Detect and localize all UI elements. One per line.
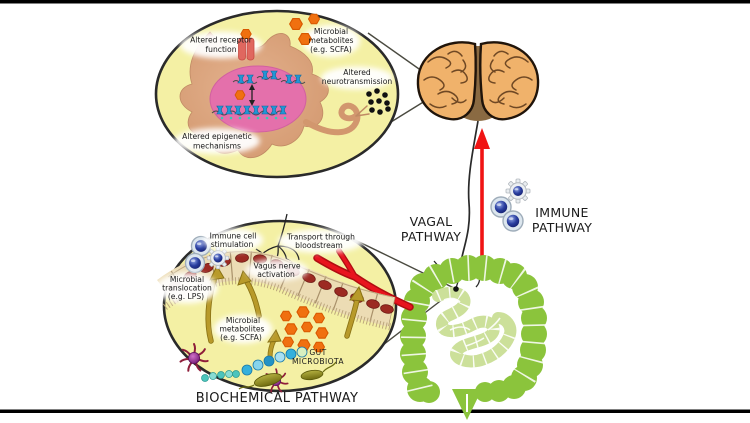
neuron-nucleus: [209, 65, 307, 133]
gut-microbiota-line1: GUT: [309, 348, 326, 357]
neuron-inset-labels: Altered receptor function Microbial meta…: [182, 27, 392, 151]
chromatin-histones: [211, 70, 306, 120]
microbial-metabolites-bottom-line2: metabolites: [220, 325, 265, 334]
immune-stimulation-line2: stimulation: [211, 240, 254, 249]
microbial-metabolites-bottom-line3: (e.g. SCFA): [220, 333, 262, 342]
vagal-pathway-label: VAGAL PATHWAY: [401, 214, 461, 244]
gut-microbes-icons: [179, 343, 337, 393]
immune-pathway-line1: IMMUNE: [535, 205, 588, 220]
microbial-translocation-line1: Microbial: [170, 275, 204, 284]
immune-pathway-line2: PATHWAY: [532, 220, 592, 235]
membrane-receptor-icon: [238, 29, 255, 61]
gut-illustration: [400, 254, 548, 420]
altered-neurotransmission-line1: Altered: [343, 68, 371, 77]
gut-callout-dot: [453, 286, 459, 292]
rod-bacterium-2: [300, 361, 337, 381]
microbial-metabolites-top-line3: (e.g. SCFA): [310, 45, 352, 54]
microbial-metabolites-top-line2: metabolites: [309, 36, 354, 45]
immune-pathway-label: IMMUNE PATHWAY: [532, 205, 592, 235]
brain-gyri-lines: [423, 50, 533, 109]
cocci-chain-small: [201, 370, 240, 382]
transport-bloodstream-line2: bloodstream: [295, 241, 343, 250]
vagal-pathway-line1: VAGAL: [410, 214, 453, 229]
rod-bacterium-1: [238, 373, 282, 390]
small-intestine: [432, 286, 517, 368]
altered-epigenetic-line2: mechanisms: [193, 142, 241, 151]
microbial-metabolites-top-line1: Microbial: [314, 27, 348, 36]
microbial-metabolites-bottom-line1: Microbial: [226, 316, 260, 325]
neurotransmitter-dots: [366, 88, 391, 115]
gut-inset-labels: Immune cell stimulation Transport throug…: [162, 232, 355, 367]
cocci-chain-large: [241, 346, 308, 376]
altered-epigenetic-line1: Altered epigenetic: [182, 132, 252, 141]
neuron-axon: [303, 102, 370, 136]
bottom-border-line: [0, 409, 750, 413]
vagal-pathway-line2: PATHWAY: [401, 229, 461, 244]
gut-epithelium-inset: Immune cell stimulation Transport throug…: [156, 213, 414, 393]
neuron-label-bubbles: [174, 25, 393, 154]
immune-stimulation-line1: Immune cell: [210, 232, 257, 241]
epigenetic-double-arrow: [249, 84, 255, 106]
brain-illustration: [416, 41, 540, 121]
microbial-translocation-line2: translocation: [162, 284, 212, 293]
biochemical-pathway-title: BIOCHEMICAL PATHWAY: [196, 391, 359, 406]
vagus-activation-line1: Vagus nerve: [253, 262, 300, 271]
transport-bloodstream-line1: Transport through: [286, 233, 355, 242]
immune-cells-icon: [490, 178, 531, 232]
vagus-activation-line2: activation: [257, 270, 295, 279]
gut-label-bubbles: [156, 228, 364, 344]
translocation-arrows: [205, 264, 365, 360]
gut-microbiota-line2: MICROBIOTA: [292, 357, 344, 366]
altered-receptor-line1: Altered receptor: [190, 36, 253, 45]
upward-red-arrow: [474, 128, 490, 256]
scfa-hexagons-bottom: [280, 306, 329, 353]
altered-neurotransmission-line2: neurotransmission: [322, 77, 393, 86]
neuron-inset: Altered receptor function Microbial meta…: [154, 9, 400, 179]
top-border-line: [0, 0, 750, 4]
microbial-translocation-line3: (e.g. LPS): [168, 292, 204, 301]
acetylation-dots: [220, 116, 287, 120]
altered-receptor-line2: function: [205, 45, 236, 54]
